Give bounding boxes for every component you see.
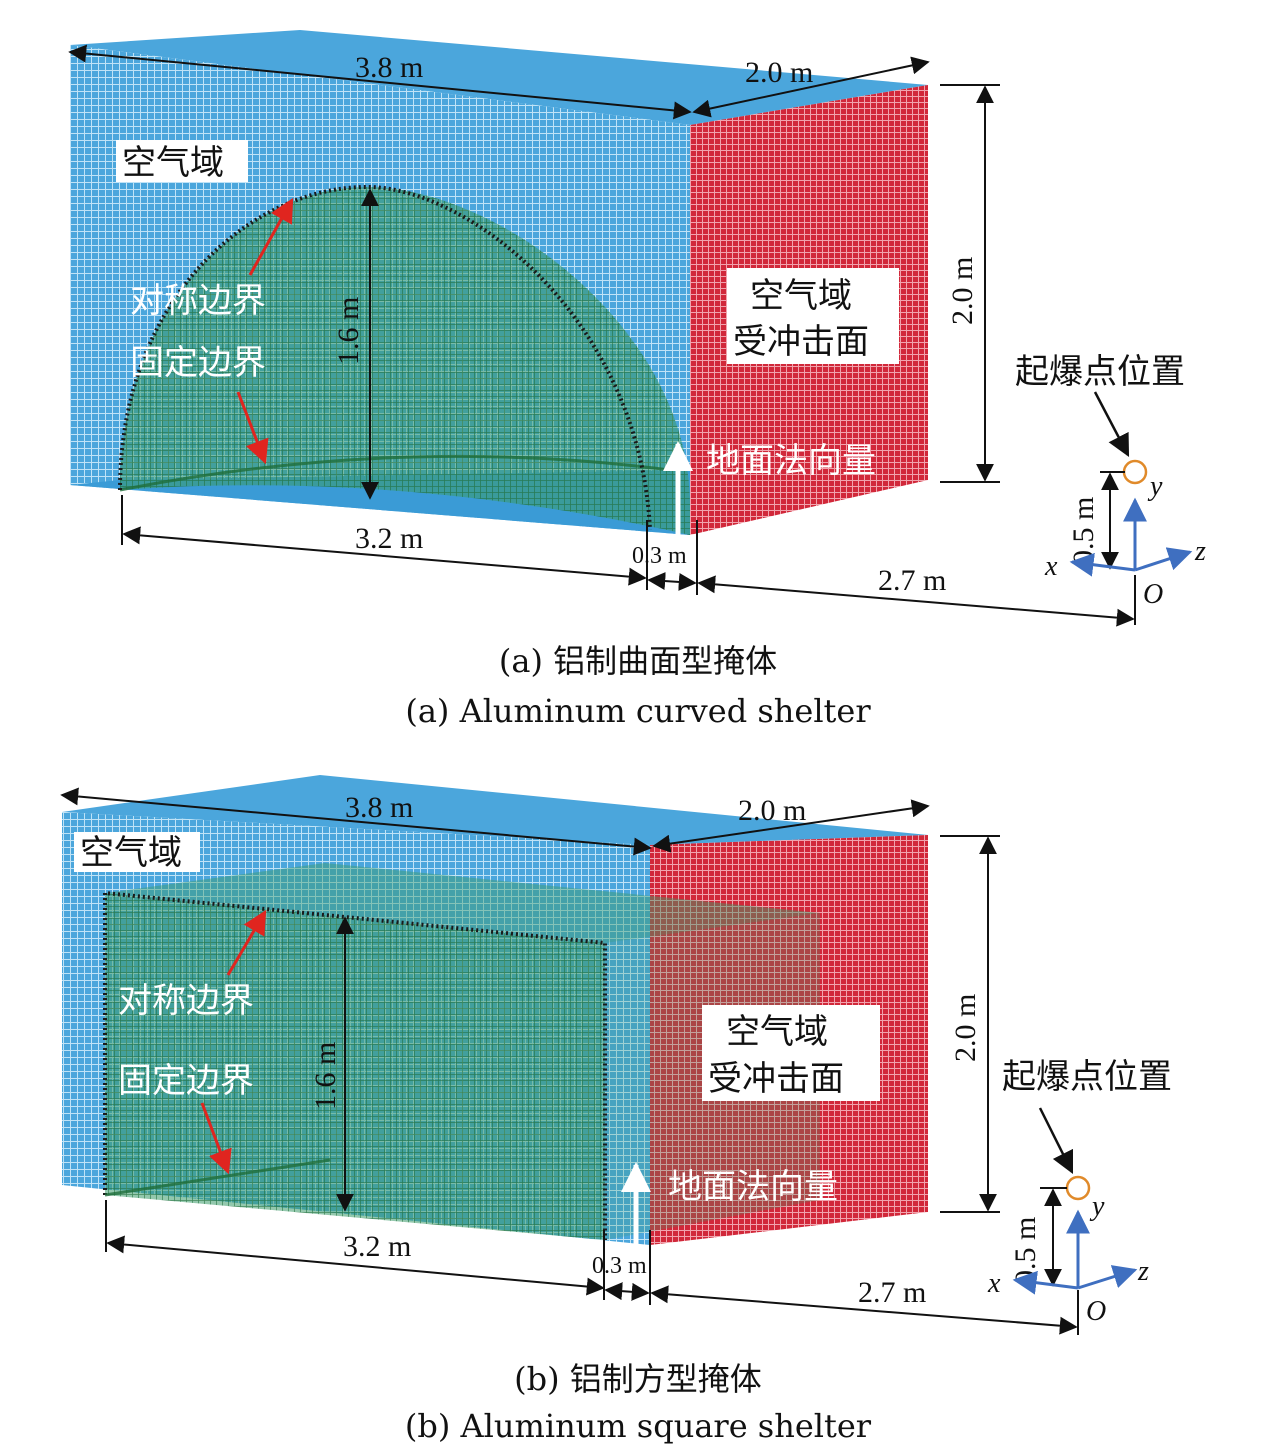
dim-gap-label: 0.3 m <box>592 1253 647 1279</box>
dim-width-line <box>652 799 930 853</box>
impact-face-label-1: 空气域 <box>750 276 852 316</box>
dim-shelter-length-label: 3.2 m <box>355 522 423 555</box>
ground-normal-label: 地面法向量 <box>706 441 876 481</box>
axis-x-arrow <box>1012 1270 1079 1295</box>
dim-length-label: 3.8 m <box>345 791 413 824</box>
axis-origin-label: O <box>1086 1296 1106 1327</box>
panel-b: 空气域 对称边界 固定边界 空气域 受冲击面 地面法向量 3.8 m 2.0 m… <box>60 775 1172 1445</box>
dim-width-line <box>692 56 930 118</box>
dim-standoff-line <box>650 1285 1078 1335</box>
dim-width-label: 2.0 m <box>738 794 806 827</box>
axis-z-arrow <box>1134 547 1193 572</box>
symmetry-boundary-label: 对称边界 <box>118 981 254 1021</box>
fixed-boundary-label: 固定边界 <box>118 1061 254 1101</box>
caption-a-en: (a) Aluminum curved shelter <box>405 692 871 730</box>
charge-height-label: 0.5 m <box>1067 497 1100 565</box>
dim-shelter-height-label: 1.6 m <box>332 297 365 365</box>
air-domain-label: 空气域 <box>122 143 224 183</box>
dim-shelter-length-label: 3.2 m <box>343 1230 411 1263</box>
shelter-base <box>119 454 671 492</box>
dim-length-label: 3.8 m <box>355 51 423 84</box>
ground-normal-label: 地面法向量 <box>668 1167 838 1207</box>
axis-z-arrow <box>1077 1265 1138 1290</box>
fixed-pointer-arrow <box>200 1102 232 1175</box>
dim-gap-line <box>647 572 697 591</box>
dim-standoff-line <box>697 575 1135 627</box>
impact-label-bg <box>727 268 899 364</box>
detonation-label: 起爆点位置 <box>1015 352 1185 392</box>
axis-origin-label: O <box>1143 579 1163 610</box>
axis-z-label: z <box>1194 536 1206 567</box>
dim-standoff-label: 2.7 m <box>858 1276 926 1309</box>
caption-a-zh: (a) 铝制曲面型掩体 <box>499 642 777 680</box>
caption-b-en: (b) Aluminum square shelter <box>405 1407 872 1445</box>
dim-shelter-length-line <box>106 1235 605 1296</box>
detonation-label: 起爆点位置 <box>1002 1057 1172 1097</box>
impact-label-bg <box>702 1005 880 1101</box>
dim-shelter-height-label: 1.6 m <box>309 1042 342 1110</box>
shelter-base <box>104 1158 331 1197</box>
charge-point <box>1065 1175 1091 1201</box>
impact-face-label-1: 空气域 <box>726 1012 828 1052</box>
caption-b-zh: (b) 铝制方型掩体 <box>514 1360 762 1398</box>
charge-point <box>1122 459 1148 485</box>
dim-length-line <box>68 44 692 120</box>
fixed-boundary-label: 固定边界 <box>130 343 266 383</box>
impact-face-label-2: 受冲击面 <box>708 1059 844 1099</box>
panel-a: 空气域 对称边界 固定边界 空气域 受冲击面 地面法向量 3.8 m 2.0 m… <box>68 30 1206 730</box>
impact-face-label-2: 受冲击面 <box>733 322 869 362</box>
dim-gap-line <box>604 1282 650 1301</box>
symmetry-pointer-arrow <box>226 909 267 976</box>
dim-length-line <box>60 787 652 856</box>
axis-x-label: x <box>1044 551 1058 582</box>
symmetry-boundary-line <box>118 184 652 531</box>
symmetry-boundary-label: 对称边界 <box>130 281 266 321</box>
symmetry-boundary-line <box>103 890 607 1240</box>
dim-standoff-label: 2.7 m <box>878 564 946 597</box>
detonation-pointer-arrow <box>1038 1107 1074 1175</box>
dim-gap-label: 0.3 m <box>632 543 687 569</box>
dim-height-label: 2.0 m <box>946 257 979 325</box>
fixed-pointer-arrow <box>236 391 269 465</box>
air-domain-label: 空气域 <box>80 833 182 873</box>
axis-x-label: x <box>987 1268 1001 1299</box>
axis-z-label: z <box>1137 1256 1149 1287</box>
axis-y-label: y <box>1089 1191 1105 1222</box>
axis-y-label: y <box>1147 471 1163 502</box>
square-shelter-roof <box>105 863 820 943</box>
axis-x-arrow <box>1069 552 1136 577</box>
detonation-pointer-arrow <box>1093 391 1130 457</box>
dim-width-label: 2.0 m <box>745 56 813 89</box>
dim-height-label: 2.0 m <box>949 994 982 1062</box>
symmetry-pointer-arrow <box>248 197 294 276</box>
charge-height-label: 0.5 m <box>1009 1217 1042 1285</box>
air-label-bg <box>116 140 248 182</box>
dim-shelter-length-line <box>122 526 647 586</box>
